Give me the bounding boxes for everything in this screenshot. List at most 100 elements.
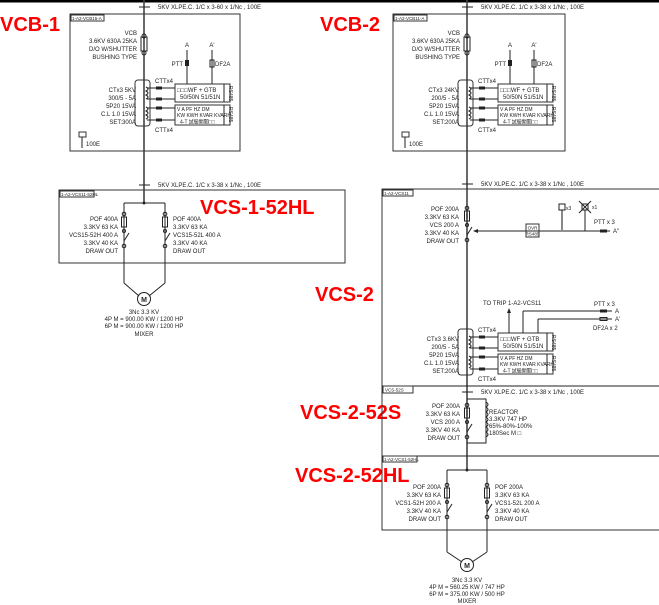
relay-functions: 50/50N 51/51N [503, 344, 543, 350]
cable-label-vcs-2: 5KV XLPE.C. 1/C x 3-38 x 1/Nc , 100E [481, 182, 584, 188]
ovr-label: OVR [528, 226, 539, 231]
label-vcb-2: VCB-2 [320, 14, 380, 36]
ct-spec: CTx3 24KV [428, 88, 459, 94]
panel-vcb-1: 1-A2-VCB15-A VCB 3.6KV 630A 25KA D/O W/S… [69, 13, 241, 152]
df2a-label: DF2A x 2 [593, 326, 618, 332]
breaker-spec: DRAW OUT [86, 249, 119, 255]
breaker-spec: POF 400A [173, 217, 201, 223]
breaker-spec: 3.3KV 63 KA [495, 493, 529, 499]
motor-load: MIXER [134, 332, 154, 338]
panel-vcb-2-frame [392, 13, 566, 152]
quantity-label: x1 [592, 205, 598, 211]
breaker-spec: BUSHING TYPE [415, 55, 460, 61]
breaker-spec: 3.3KV 63 KA [407, 493, 441, 499]
breaker-spec: POF 200A [432, 404, 460, 410]
motor-symbol-label: M [464, 563, 470, 570]
rs485-label: RS485 [227, 86, 233, 102]
meter-functions: KW KWH KVAR KVARH [500, 113, 554, 119]
ct-spec: CTx3 5KV [109, 88, 136, 94]
motor-rating: 4P M = 560.25 KW / 747 HP [429, 585, 504, 591]
df2a-label: DF2A [215, 62, 230, 68]
meter-functions: 4-T 試驗開關□□ [503, 368, 538, 375]
reactor-spec: 65%-80%-100% [489, 424, 533, 430]
meter-functions: 4-T 試驗開關□□ [503, 119, 538, 126]
ground-label: 100E [409, 142, 423, 148]
breaker-spec: VCB [125, 31, 137, 37]
breaker-spec: 3.3KV 40 KA [173, 241, 207, 247]
ct-spec: C.L 1.0 15VA [424, 361, 459, 367]
ct-spec: SET:300A [109, 120, 136, 126]
ct-spec: 5P20 15VA [429, 104, 459, 110]
ptt-icon [185, 60, 189, 66]
breaker-symbol [464, 402, 473, 440]
terminal-a: A [508, 43, 512, 49]
ct-spec: SET:200A [432, 120, 459, 126]
quantity-label: x3 [566, 206, 572, 212]
breaker-spec: POF 200A [413, 485, 441, 491]
terminal-a-prime: A' [209, 43, 214, 49]
ct-spec: 200/5 - 5A [431, 96, 459, 102]
ct-relay-group: CTx3 3.6KV 200/5 - 5A 5P20 15VA C.L 1.0 … [424, 328, 556, 383]
panel-tag: 1-A2-VCB11-A [395, 16, 424, 21]
motor-icon [460, 558, 474, 572]
df2a-label: DF2A [537, 62, 552, 68]
label-vcb-1: VCB-1 [0, 14, 60, 36]
breaker-spec: 3.6KV 630A 25KA [412, 39, 460, 45]
breaker-spec: 3.3KV 40 KA [84, 241, 118, 247]
panel-vcs-2-52s: VCS-52S 5KV XLPE.C. 1/C x 3-38 x 1/Nc , … [382, 385, 659, 444]
vcb-breaker-symbol [463, 33, 471, 56]
rs485-label: RS485 [550, 335, 556, 351]
cable-label-vcs-1: 5KV XLPE.C. 1/C x 3-38 x 1/Nc , 100E [158, 183, 261, 189]
ct-spec: SET:200A [432, 369, 459, 375]
breaker-spec: DRAW OUT [495, 517, 528, 523]
ct-spec: C.L 1.0 15VA [101, 112, 136, 118]
ct-spec: C.L 1.0 15VA [424, 112, 459, 118]
meter-functions: KW KWH KVAR KVARH [500, 362, 554, 368]
rs485-label: RS485 [550, 356, 556, 372]
panel-vcs-2-52hl: 1-A2-VCS1-52HL POF 200A 3.3KV 63 KA VCS1… [382, 455, 659, 552]
meter-functions: V A PF HZ DM [500, 107, 533, 113]
ctt-label: CTTx4 [478, 328, 497, 334]
ptt-label: PTT x 3 [594, 220, 616, 226]
breaker-spec: VCS15-52L 400 A [173, 233, 221, 239]
motor-symbol-label: M [141, 297, 147, 304]
breaker-spec: POF 400A [90, 217, 118, 223]
breaker-spec: 3.3KV 40 KA [426, 428, 460, 434]
ct-relay-group: CTx3 5KV 300/5 - 5A 5P20 15VA C.L 1.0 15… [101, 79, 233, 134]
breaker-spec: VCS1-52H 200 A [395, 501, 441, 507]
panel-tag: 1-A2-VCS11-52HL [61, 192, 99, 197]
motor-rating: 6P M = 900.00 KW / 1200 HP [105, 324, 184, 330]
reactor-spec: 3.3KV 747 HP [489, 417, 527, 423]
breaker-spec: 3.3KV 40 KA [425, 231, 459, 237]
panel-tag: 1-A2-VCB15-A [72, 16, 102, 21]
ptt-icon [508, 60, 512, 66]
label-vcs-1-52hl: VCS-1-52HL [200, 197, 314, 219]
ct-spec: 200/5 - 5A [431, 345, 459, 351]
breaker-spec: 3.3KV 63 KA [173, 225, 207, 231]
cable-label-vcb-2: 5KV XLPE.C. 1/C x 3-38 x 1/Nc , 100E [481, 5, 584, 11]
panel-vcb-1-frame [69, 13, 241, 152]
breaker-spec: DRAW OUT [173, 249, 206, 255]
lightning-arrester-icon [581, 203, 589, 211]
breaker-spec: 3.6KV 630A 25KA [89, 39, 137, 45]
ct-spec: 5P20 15VA [429, 353, 459, 359]
panel-vcs-1-52hl: 1-A2-VCS11-52HL POF 400A 3.3KV 63 KA VCS… [58, 189, 346, 283]
terminal-a-prime: A' [531, 43, 536, 49]
meter-functions: 4-T 試驗開關□□ [180, 119, 215, 126]
ptt-label: PTT [495, 62, 507, 68]
ct-relay-group: CTx3 24KV 200/5 - 5A 5P20 15VA C.L 1.0 1… [424, 79, 556, 134]
motor-rating: 4P M = 900.00 KW / 1200 HP [105, 317, 184, 323]
breaker-spec: DRAW OUT [409, 517, 442, 523]
ctt-label: CTTx4 [478, 377, 497, 383]
panel-tag: VCS-52S [385, 388, 404, 393]
breaker-spec: DRAW OUT [427, 239, 460, 245]
ctt-label: CTTx4 [155, 79, 174, 85]
panel-vcs-2-frame [381, 188, 659, 531]
panel-vcs-1-frame [58, 189, 346, 264]
breaker-spec: 3.3KV 63 KA [425, 215, 459, 221]
terminal-a: A [615, 309, 619, 315]
meter-functions: KW KWH KVAR KVARH [177, 113, 231, 119]
breaker-spec: 3.3KV 40 KA [495, 509, 529, 515]
breaker-spec: 3.3KV 40 KA [407, 509, 441, 515]
